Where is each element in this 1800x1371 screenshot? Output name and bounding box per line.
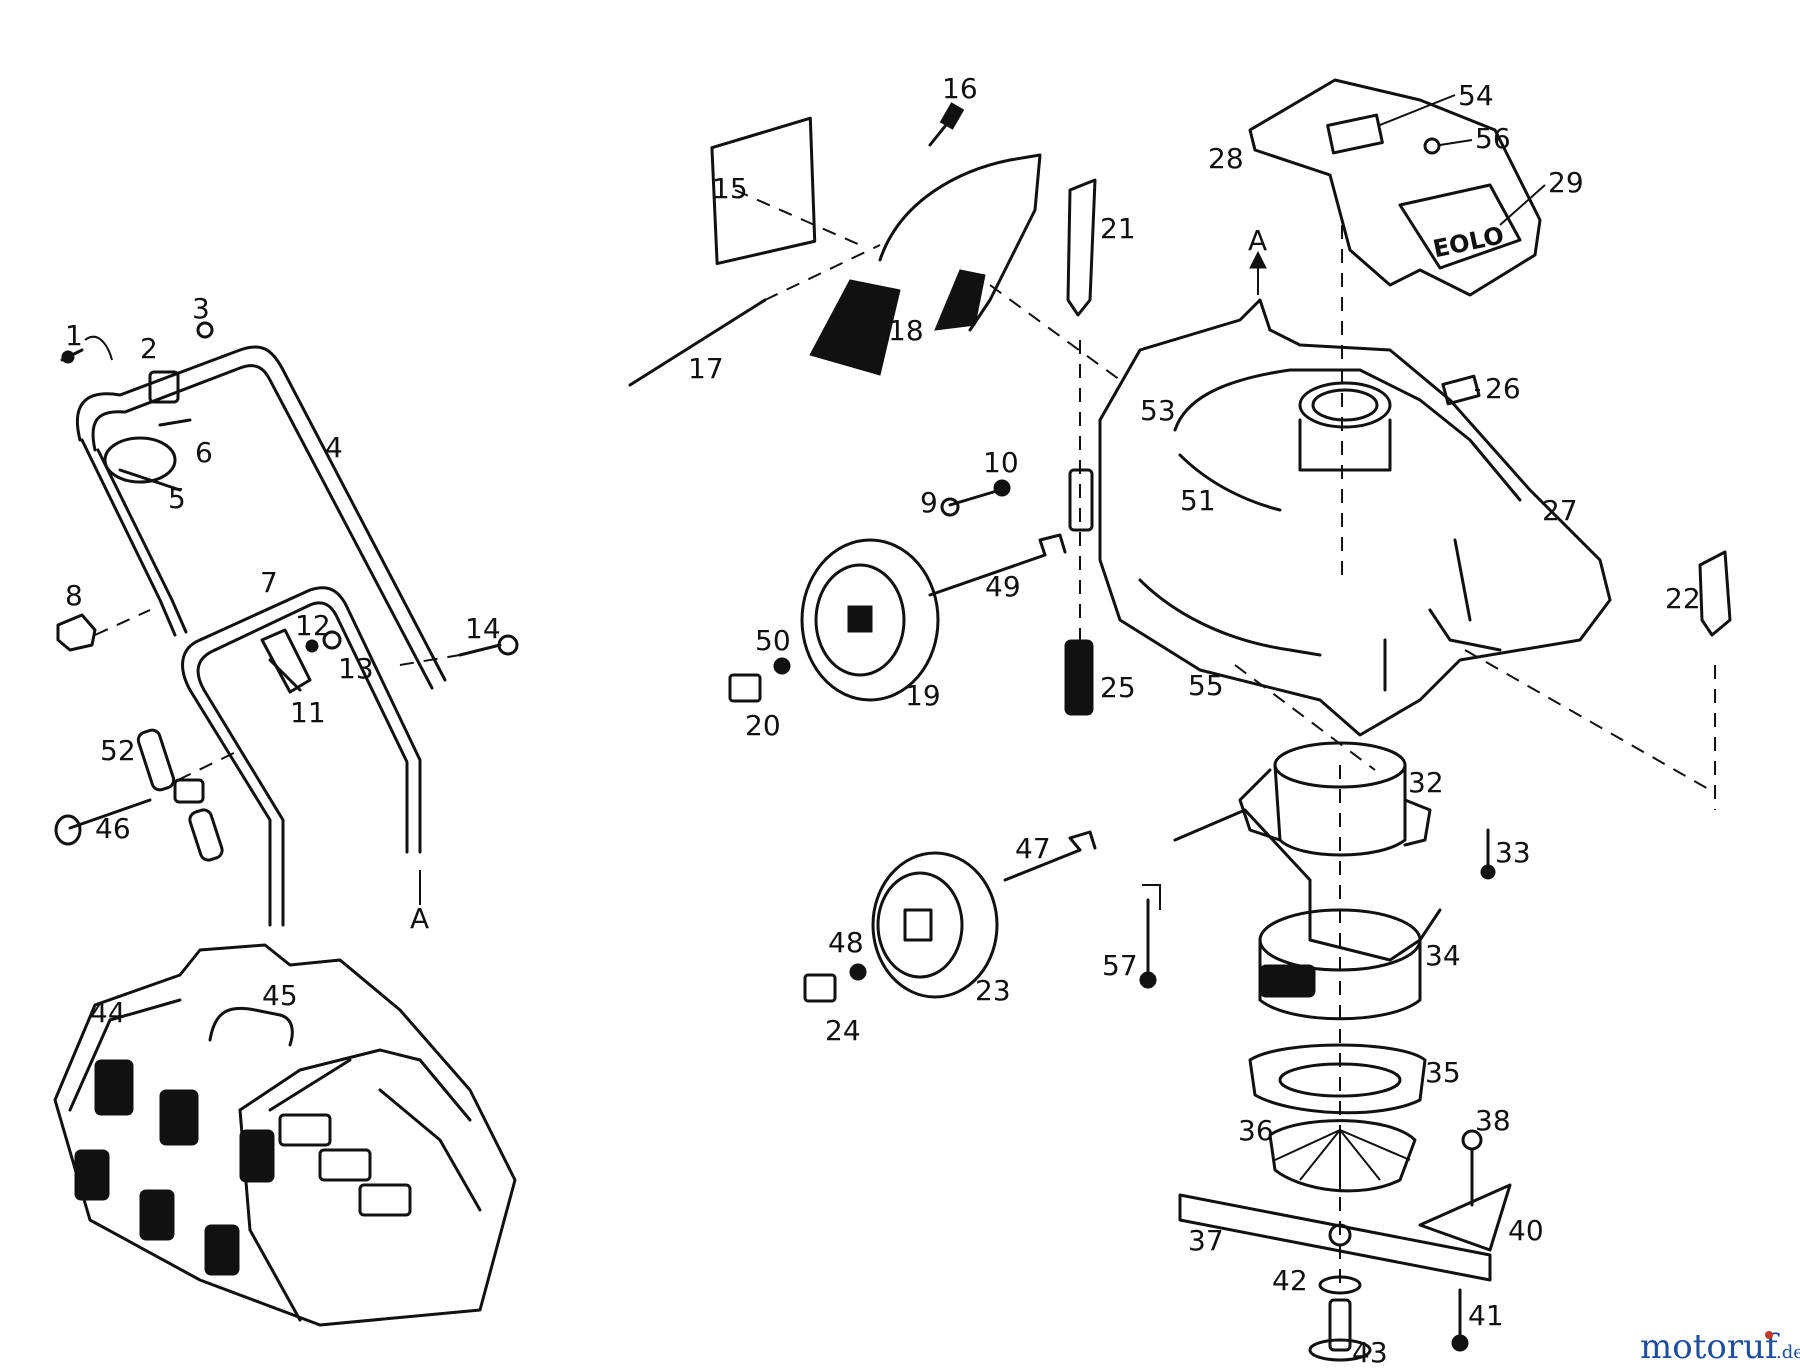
axis-marks: A A — [410, 224, 1267, 935]
part-label: 42 — [1272, 1264, 1308, 1297]
part-label: 57 — [1102, 949, 1138, 982]
part-label: 50 — [755, 624, 791, 657]
watermark-accent-dot — [1765, 1331, 1773, 1339]
leader-lines — [1379, 94, 1546, 391]
part-label: 27 — [1542, 494, 1578, 527]
part-label: 5 — [168, 482, 186, 515]
part-label: 25 — [1100, 671, 1136, 704]
part-label: 7 — [260, 566, 278, 599]
wheels — [728, 533, 1097, 1003]
part-label: 13 — [338, 652, 374, 685]
part-label: 56 — [1475, 122, 1511, 155]
part-label: 12 — [295, 609, 331, 642]
part-label: 24 — [825, 1014, 861, 1047]
part-label: 32 — [1408, 766, 1444, 799]
part-label: 15 — [712, 172, 748, 205]
part-label: 17 — [688, 352, 724, 385]
part-label: 23 — [975, 974, 1011, 1007]
part-label: 38 — [1475, 1104, 1511, 1137]
part-label: 45 — [262, 979, 298, 1012]
part-label: 47 — [1015, 832, 1051, 865]
part-label: 54 — [1458, 79, 1494, 112]
part-label: 43 — [1352, 1336, 1388, 1369]
part-label: 40 — [1508, 1214, 1544, 1247]
part-label: 51 — [1180, 484, 1216, 517]
part-label: 6 — [195, 436, 213, 469]
part-label: 1 — [65, 319, 83, 352]
part-label: 53 — [1140, 394, 1176, 427]
part-label: 33 — [1495, 836, 1531, 869]
part-label: 22 — [1665, 582, 1701, 615]
part-label: 20 — [745, 709, 781, 742]
watermark-logo: motoruf .de — [1640, 1327, 1800, 1367]
part-label: 35 — [1425, 1056, 1461, 1089]
part-label: 19 — [905, 679, 941, 712]
part-label: 21 — [1100, 212, 1136, 245]
part-label: 14 — [465, 612, 501, 645]
part-label: 11 — [290, 696, 326, 729]
part-label: 34 — [1425, 939, 1461, 972]
part-label: 29 — [1548, 166, 1584, 199]
part-label: 26 — [1485, 372, 1521, 405]
part-label: 37 — [1188, 1224, 1224, 1257]
axis-mark-label: A — [410, 902, 429, 935]
part-label: 36 — [1238, 1114, 1274, 1147]
rear-flap-assembly — [628, 102, 1121, 387]
mower-deck-housing — [1098, 225, 1716, 810]
part-label: 52 — [100, 734, 136, 767]
part-label: 55 — [1188, 669, 1224, 702]
part-label: 2 — [140, 332, 158, 365]
part-label: 16 — [942, 72, 978, 105]
part-label: 8 — [65, 579, 83, 612]
watermark-tld: .de — [1776, 1342, 1800, 1363]
part-label: 9 — [920, 486, 938, 519]
part-label: 41 — [1468, 1299, 1504, 1332]
height-adjustment — [940, 178, 1732, 716]
part-label: 28 — [1208, 142, 1244, 175]
part-label: 44 — [90, 996, 126, 1029]
part-label: 48 — [828, 926, 864, 959]
part-label: 4 — [325, 431, 343, 464]
part-label: 3 — [192, 292, 210, 325]
part-label: 46 — [95, 812, 131, 845]
part-number-labels: 1 2 3 4 5 6 7 8 9 10 11 12 13 14 15 16 1… — [65, 72, 1701, 1369]
motor-and-blade-stack — [1139, 741, 1512, 1362]
part-label: 18 — [888, 314, 924, 347]
part-label: 10 — [983, 446, 1019, 479]
part-label: 49 — [985, 570, 1021, 603]
grass-catcher-box — [53, 943, 517, 1327]
watermark-brand: motoruf — [1640, 1327, 1780, 1367]
handle-assembly — [54, 321, 519, 927]
axis-mark-label: A — [1248, 224, 1267, 257]
